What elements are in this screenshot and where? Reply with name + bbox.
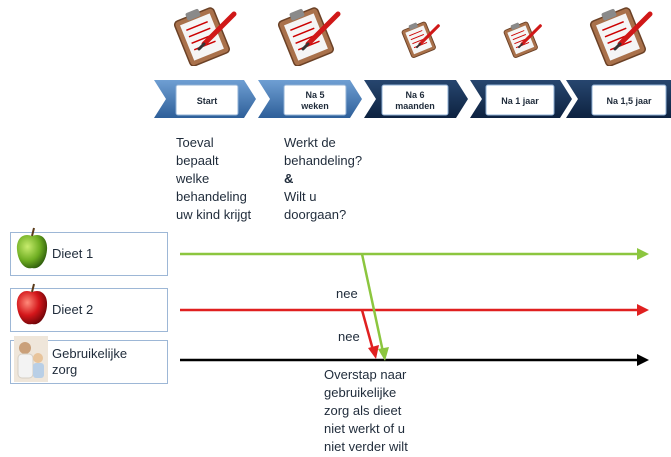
nee-label-upper: nee xyxy=(336,286,358,301)
parent-child-photo-icon xyxy=(14,336,48,382)
switch-note: Overstap naar gebruikelijke zorg als die… xyxy=(324,367,408,454)
timeline-chevrons xyxy=(154,80,671,118)
row-label-dieet2: Dieet 2 xyxy=(52,302,94,317)
clipboard-icon xyxy=(503,21,542,58)
stage-label-start: Start xyxy=(196,95,218,106)
stage-label-year1: Na 1 jaar xyxy=(501,95,539,106)
week5-question-1: Werkt de behandeling? xyxy=(284,135,363,168)
nee-label-lower: nee xyxy=(338,329,360,344)
green-apple-icon xyxy=(16,227,48,269)
stage-label-month6: Na 6 maanden xyxy=(395,90,435,111)
stage-label-week5: Na 5 weken xyxy=(301,90,329,111)
week5-question-2: Wilt u doorgaan? xyxy=(284,189,347,222)
red-apple-icon xyxy=(16,283,48,325)
clipboard-icon xyxy=(173,7,237,66)
stage-label-year15: Na 1,5 jaar xyxy=(606,95,652,106)
row-label-gebruikelijk: Gebruikelijke zorg xyxy=(52,346,128,377)
row-label-dieet1: Dieet 1 xyxy=(52,246,94,261)
week5-ampersand: & xyxy=(284,171,294,186)
clipboard-icon xyxy=(277,7,341,66)
dieet1-switch-arrow xyxy=(360,253,385,353)
clipboard-icon xyxy=(401,21,440,58)
clipboard-icon xyxy=(589,7,653,66)
dieet2-switch-arrow xyxy=(360,309,375,351)
start-note: Toeval bepaalt welke behandeling uw kind… xyxy=(176,135,252,222)
